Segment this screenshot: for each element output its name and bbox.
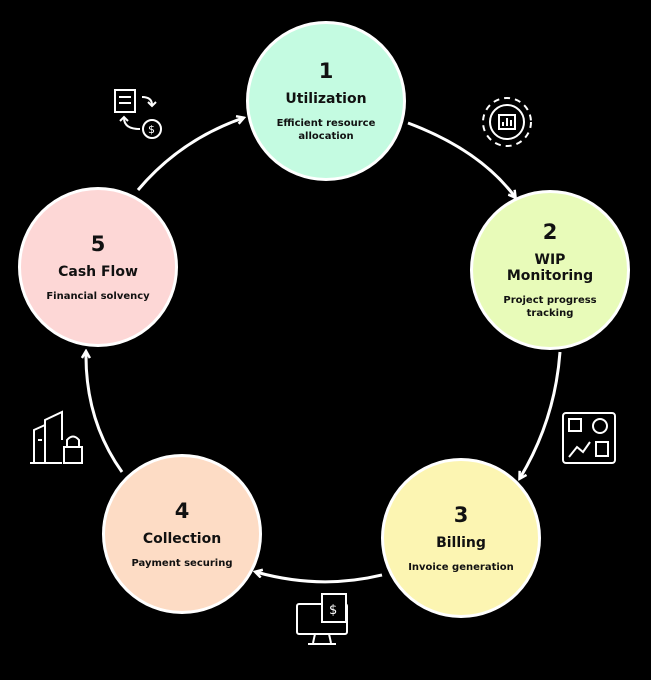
step-title: Utilization [285,91,367,107]
step-description: Project progress tracking [503,295,597,319]
arrow-2-to-3 [520,351,562,478]
step-title: WIP Monitoring [506,252,594,284]
step-3-billing[interactable]: 3 Billing Invoice generation [381,458,541,618]
step-description: Financial solvency [46,290,150,302]
step-number: 5 [90,231,106,256]
step-description: Efficient resource allocation [276,118,376,142]
computer-invoice-icon: $ [296,593,348,645]
document-money-exchange-icon: $ [114,89,162,139]
arrow-3-to-4 [256,572,383,584]
building-lock-icon [30,410,83,464]
step-4-collection[interactable]: 4 Collection Payment securing [102,454,262,614]
step-title: Collection [142,530,222,547]
dashboard-icon [562,412,616,464]
step-title: Cash Flow [58,263,138,280]
step-description: Invoice generation [408,561,514,573]
step-description: Payment securing [131,557,233,569]
step-number: 3 [453,502,469,527]
arrow-1-to-2 [407,121,515,197]
step-5-cash-flow[interactable]: 5 Cash Flow Financial solvency [18,187,178,347]
gear-chart-icon [482,97,532,147]
step-title: Billing [436,534,486,551]
step-number: 2 [542,220,558,244]
arrow-4-to-5 [86,352,124,473]
step-number: 1 [318,59,334,83]
step-2-wip-monitoring[interactable]: 2 WIP Monitoring Project progress tracki… [470,190,630,350]
step-number: 4 [174,498,190,523]
arrow-5-to-1 [136,118,243,191]
step-1-utilization[interactable]: 1 Utilization Efficient resource allocat… [246,21,406,181]
svg-text:$: $ [148,123,155,136]
svg-text:$: $ [329,603,337,618]
